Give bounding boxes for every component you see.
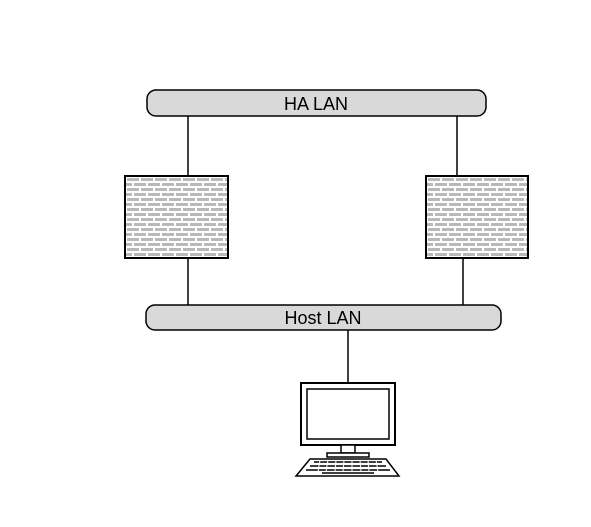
ha-lan-bus: HA LAN (146, 89, 487, 117)
desktop-computer-icon (294, 382, 401, 477)
ha-lan-label: HA LAN (284, 94, 348, 114)
host-lan-bus: Host LAN (145, 304, 502, 331)
firewall-right (425, 175, 529, 259)
firewall-icon (124, 175, 229, 259)
host-lan-label: Host LAN (284, 308, 361, 328)
firewall-icon (425, 175, 529, 259)
firewall-left (124, 175, 229, 259)
